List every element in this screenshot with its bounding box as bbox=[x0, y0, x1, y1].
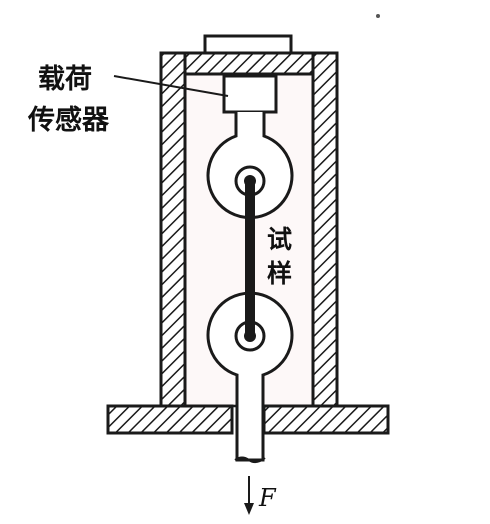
lower-grip-and-rod bbox=[206, 291, 294, 462]
top-cap bbox=[203, 34, 293, 55]
speck-mark bbox=[376, 14, 380, 18]
load-sensor-label-line1: 载荷 bbox=[38, 64, 92, 95]
specimen-label-char2: 样 bbox=[267, 259, 292, 288]
frame-right-wall bbox=[311, 51, 339, 408]
force-arrow-head bbox=[244, 503, 254, 515]
base-plate-left bbox=[106, 404, 234, 435]
force-label: F bbox=[258, 484, 277, 512]
upper-pin bbox=[244, 175, 256, 187]
frame-left-wall bbox=[159, 51, 187, 408]
frame-top-wall bbox=[159, 51, 339, 76]
specimen-label-char1: 试 bbox=[267, 225, 292, 254]
specimen-bar bbox=[245, 181, 255, 336]
rod-break-line bbox=[234, 456, 266, 464]
load-sensor-leader-line bbox=[113, 75, 229, 97]
load-sensor-block bbox=[222, 74, 278, 114]
lower-pin bbox=[244, 330, 256, 342]
base-plate-right bbox=[262, 404, 390, 435]
load-sensor-label-line2: 传感器 bbox=[27, 104, 110, 136]
